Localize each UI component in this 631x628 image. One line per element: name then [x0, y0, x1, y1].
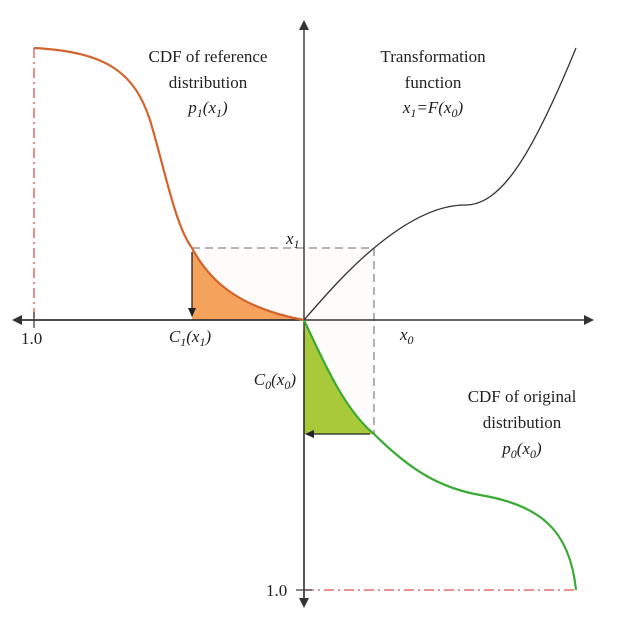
tick-label-left: 1.0 — [21, 329, 42, 348]
original-cdf-curve — [303, 319, 578, 591]
cdf-reference-line1: CDF of reference — [149, 47, 268, 66]
cdf-reference-line2: distribution — [169, 73, 248, 92]
cdf-original-line2: distribution — [483, 413, 562, 432]
transformation-line2: function — [405, 73, 462, 92]
reference-cdf-curve — [33, 46, 305, 322]
reference-filled-area — [192, 248, 304, 320]
original-filled-area — [304, 320, 374, 434]
x1-axis-label: x1 — [285, 229, 300, 251]
transformation-function-curve — [303, 47, 577, 321]
p1-label: p1(x1) — [187, 98, 228, 120]
p0-label: p0(x0) — [501, 439, 542, 461]
x0-axis-label: x0 — [399, 325, 414, 347]
upper-right-region — [304, 248, 374, 320]
cdf-original-line1: CDF of original — [468, 387, 577, 406]
c1-label: C1(x1) — [169, 327, 212, 349]
transformation-line1: Transformation — [380, 47, 486, 66]
c0-label: C0(x0) — [254, 370, 297, 392]
tick-label-bottom: 1.0 — [266, 581, 287, 600]
fx-label: x1=F(x0) — [402, 98, 464, 120]
